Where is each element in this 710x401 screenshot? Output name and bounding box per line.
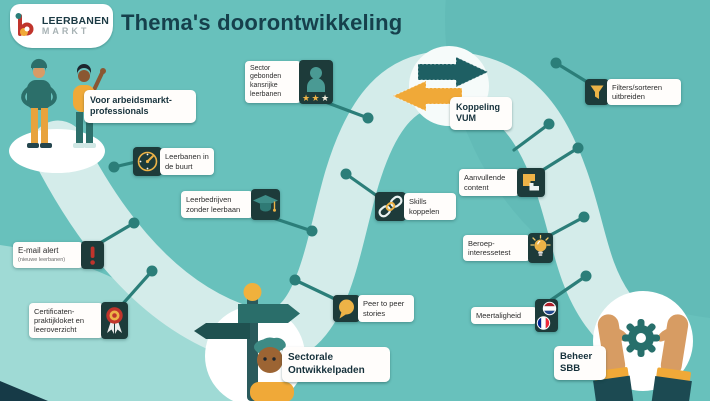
arrow-right-icon bbox=[417, 56, 490, 88]
node-label: Certificaten-praktijkloket en leeroverzi… bbox=[29, 302, 103, 339]
label-beheer-sbb: Beheer SBB bbox=[554, 346, 606, 380]
label-koppeling-vum: Koppeling VUM bbox=[450, 97, 512, 130]
node-aanvullende-content[interactable]: Aanvullende content bbox=[459, 168, 545, 197]
logo-line2: MARKT bbox=[41, 26, 90, 37]
node-label: Beroep-interessetest bbox=[463, 234, 530, 262]
chain-link-icon bbox=[375, 192, 406, 221]
node-label: Meertaligheid bbox=[471, 306, 537, 325]
compass-icon bbox=[133, 147, 162, 176]
svg-text:★: ★ bbox=[302, 93, 310, 103]
node-leerbedrijven-zonder-leerbaan[interactable]: Leerbedrijven zonder leerbaan bbox=[181, 189, 280, 220]
node-certificaten-praktijkloket[interactable]: Certificaten-praktijkloket en leeroverzi… bbox=[29, 302, 128, 339]
corner-wedge bbox=[0, 381, 48, 401]
funnel-icon bbox=[585, 79, 609, 106]
node-beroep-interessetest[interactable]: Beroep-interessetest bbox=[463, 233, 553, 263]
content-blocks-icon bbox=[517, 168, 545, 197]
label-sectorale-ontwikkelpaden: Sectorale Ontwikkelpaden bbox=[282, 347, 390, 382]
node-label: Leerbedrijven zonder leerbaan bbox=[181, 191, 253, 218]
node-label: Skills koppelen bbox=[404, 193, 456, 220]
speech-bubble-icon bbox=[333, 295, 360, 322]
vum-arrows bbox=[391, 56, 490, 112]
medal-icon bbox=[101, 302, 128, 339]
logo-line1: LEERBANEN bbox=[41, 14, 110, 27]
node-meertaligheid[interactable]: Meertaligheid bbox=[471, 299, 558, 332]
language-flags-icon bbox=[535, 299, 558, 332]
graduation-cap-icon bbox=[251, 189, 280, 220]
node-label: Leerbanen in de buurt bbox=[160, 148, 214, 175]
node-label: E-mail alert bbox=[18, 246, 59, 256]
lightbulb-icon bbox=[528, 233, 553, 263]
node-peer-to-peer-stories[interactable]: Peer to peer stories bbox=[333, 295, 414, 322]
node-sublabel: (nieuwe leerbanen) bbox=[18, 257, 66, 264]
person-stars-icon: ★ ★ ★ bbox=[299, 60, 333, 104]
node-label: Filters/sorteren uitbreiden bbox=[607, 79, 681, 106]
node-leerbanen-in-de-buurt[interactable]: Leerbanen in de buurt bbox=[133, 147, 214, 176]
signpost-illustration bbox=[194, 283, 300, 401]
node-label: Aanvullende content bbox=[459, 169, 519, 196]
label-voor-arbeidsmarkt-professionals: Voor arbeidsmarkt-professionals bbox=[84, 90, 196, 123]
node-sector-kansrijke-leerbanen[interactable]: Sector gebonden kansrijke leerbanen ★ ★ … bbox=[245, 60, 333, 104]
exclamation-icon bbox=[81, 241, 104, 269]
page-title: Thema's doorontwikkeling bbox=[121, 10, 403, 35]
svg-text:★: ★ bbox=[312, 93, 320, 103]
leerbanenmarkt-logo[interactable]: LEERBANEN MARKT bbox=[10, 4, 113, 48]
node-filters-sorteren[interactable]: Filters/sorteren uitbreiden bbox=[585, 79, 681, 106]
node-label: Peer to peer stories bbox=[358, 295, 414, 322]
svg-text:★: ★ bbox=[321, 93, 329, 103]
logo-monogram-icon bbox=[15, 13, 34, 36]
node-email-alert[interactable]: E-mail alert (nieuwe leerbanen) bbox=[13, 241, 104, 269]
node-label: Sector gebonden kansrijke leerbanen bbox=[245, 60, 301, 104]
node-skills-koppelen[interactable]: Skills koppelen bbox=[375, 192, 456, 221]
gear-icon bbox=[622, 319, 660, 357]
